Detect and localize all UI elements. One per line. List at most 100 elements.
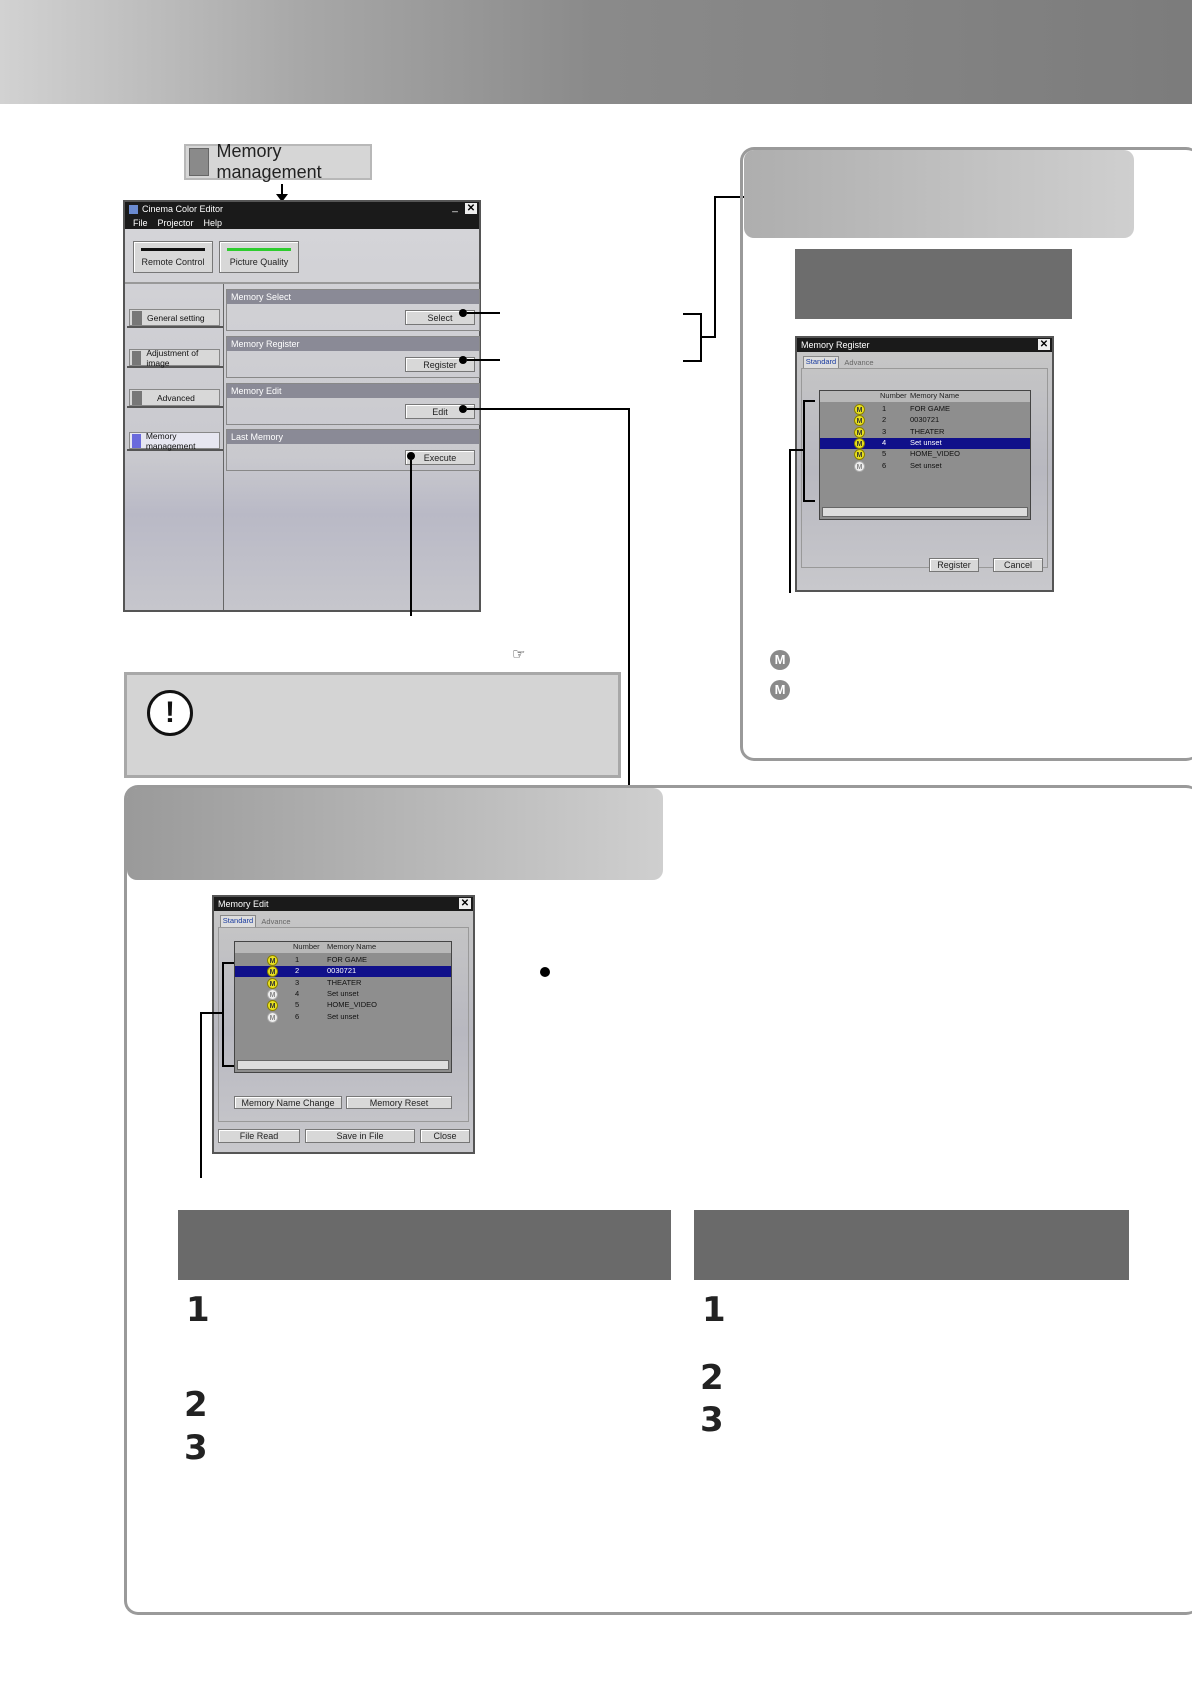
edit-bracket-drop: [200, 1012, 202, 1178]
tab-label: Standard: [222, 916, 254, 925]
memory-status-icon: M: [854, 415, 865, 427]
tab-remote-label: Remote Control: [141, 256, 205, 267]
column-number: Number: [293, 942, 320, 951]
top-banner: [0, 0, 1192, 104]
memory-number: 3: [295, 977, 300, 987]
memory-number: 6: [882, 460, 887, 470]
memory-select-section: Memory Select Select: [226, 289, 480, 331]
dialog-title: Memory Register: [801, 340, 870, 350]
callout-line-select: [467, 312, 500, 314]
memory-name: 0030721: [327, 966, 357, 976]
tab-standard[interactable]: Standard: [803, 356, 839, 368]
memory-name: Set unset: [327, 1011, 359, 1021]
memory-number: 1: [882, 404, 887, 413]
cinema-color-editor-window: Cinema Color Editor _ ✕ File Projector H…: [123, 200, 481, 612]
file-read-button[interactable]: File Read: [218, 1129, 300, 1143]
memory-status-icon: M: [267, 1000, 278, 1012]
memory-name-change-button[interactable]: Memory Name Change: [234, 1096, 342, 1109]
horizontal-scrollbar[interactable]: [237, 1060, 449, 1070]
sidebar-item-adjustment[interactable]: Adjustment of image: [129, 348, 220, 368]
button-square-icon: [189, 148, 209, 176]
sidebar-square-icon: [132, 350, 142, 365]
close-icon[interactable]: ✕: [465, 203, 477, 214]
memory-status-icon: M: [854, 426, 865, 438]
tab-advance[interactable]: Advance: [841, 358, 877, 368]
memory-number: 3: [882, 426, 887, 436]
callout-dot-select: [459, 309, 467, 317]
register-bracket-top: [803, 400, 815, 402]
editor-body: Remote Control Picture Quality General s…: [125, 229, 480, 610]
close-icon[interactable]: ✕: [459, 898, 471, 909]
tab-advance[interactable]: Advance: [258, 917, 294, 927]
callout-line-edit-vertical: [628, 408, 630, 786]
sidebar-label: Advanced: [157, 392, 195, 403]
sidebar-item-memory-management[interactable]: Memory management: [129, 431, 220, 451]
memory-edit-section: Memory Edit Edit: [226, 383, 480, 425]
memory-register-panel: [740, 147, 1192, 761]
memory-name: HOME_VIDEO: [327, 1000, 378, 1010]
step-number: 2: [184, 1385, 208, 1425]
down-arrow-line: [281, 184, 283, 196]
table-header: Number Memory Name: [235, 942, 451, 953]
reference-pointer-icon: ☞: [512, 646, 526, 663]
select-button[interactable]: Select: [405, 310, 475, 325]
table-row[interactable]: M 5 HOME_VIDEO: [235, 1000, 451, 1012]
section-header: Memory Select: [227, 290, 479, 304]
register-bracket-vertical: [803, 400, 805, 502]
tab-remote-control[interactable]: Remote Control: [133, 241, 213, 273]
memory-number: 6: [295, 1011, 300, 1021]
callout-line-register: [467, 359, 500, 361]
execute-button[interactable]: Execute: [405, 450, 475, 465]
register-button[interactable]: Register: [929, 558, 979, 572]
memory-management-button[interactable]: Memory management: [184, 141, 372, 182]
divider: [125, 282, 479, 284]
edit-button[interactable]: Edit: [405, 404, 475, 419]
table-row[interactable]: M 2 0030721: [820, 415, 1030, 427]
menu-help[interactable]: Help: [203, 217, 223, 228]
callout-dot-execute: [407, 452, 415, 460]
sidebar-item-advanced[interactable]: Advanced: [129, 389, 220, 406]
sidebar-square-icon: [132, 310, 142, 325]
close-icon[interactable]: ✕: [1038, 339, 1050, 350]
memory-number: 5: [295, 1000, 300, 1010]
cancel-button[interactable]: Cancel: [993, 558, 1043, 572]
window-titlebar: Cinema Color Editor _ ✕: [125, 202, 479, 216]
minimize-icon[interactable]: _: [452, 202, 458, 213]
menu-projector[interactable]: Projector: [157, 217, 194, 228]
memory-number: 2: [295, 966, 300, 976]
horizontal-scrollbar[interactable]: [822, 507, 1028, 517]
tab-standard[interactable]: Standard: [220, 915, 256, 927]
cancel-label: Cancel: [1003, 560, 1032, 570]
tab-picture-quality[interactable]: Picture Quality: [219, 241, 299, 273]
section-header: Memory Register: [227, 337, 479, 351]
register-bracket-drop: [789, 449, 791, 593]
table-row[interactable]: M 2 0030721: [235, 966, 451, 978]
register-button-label: Register: [423, 359, 457, 370]
sidebar-item-general-setting[interactable]: General setting: [129, 309, 220, 326]
register-button[interactable]: Register: [405, 357, 475, 372]
app-icon: [129, 204, 138, 214]
memory-status-icon: M: [267, 955, 278, 966]
memory-status-icon: M: [267, 966, 278, 978]
sidebar-square-icon: [132, 390, 142, 405]
close-button[interactable]: Close: [420, 1129, 470, 1143]
memory-name: 0030721: [910, 415, 940, 425]
menu-bar: File Projector Help: [125, 216, 479, 229]
memory-reset-button[interactable]: Memory Reset: [346, 1096, 452, 1109]
memory-edit-panel: [124, 785, 1192, 1615]
menu-file[interactable]: File: [133, 217, 148, 228]
memory-number: 2: [882, 415, 887, 425]
save-in-file-button[interactable]: Save in File: [305, 1129, 415, 1143]
column-number: Number: [880, 391, 907, 400]
